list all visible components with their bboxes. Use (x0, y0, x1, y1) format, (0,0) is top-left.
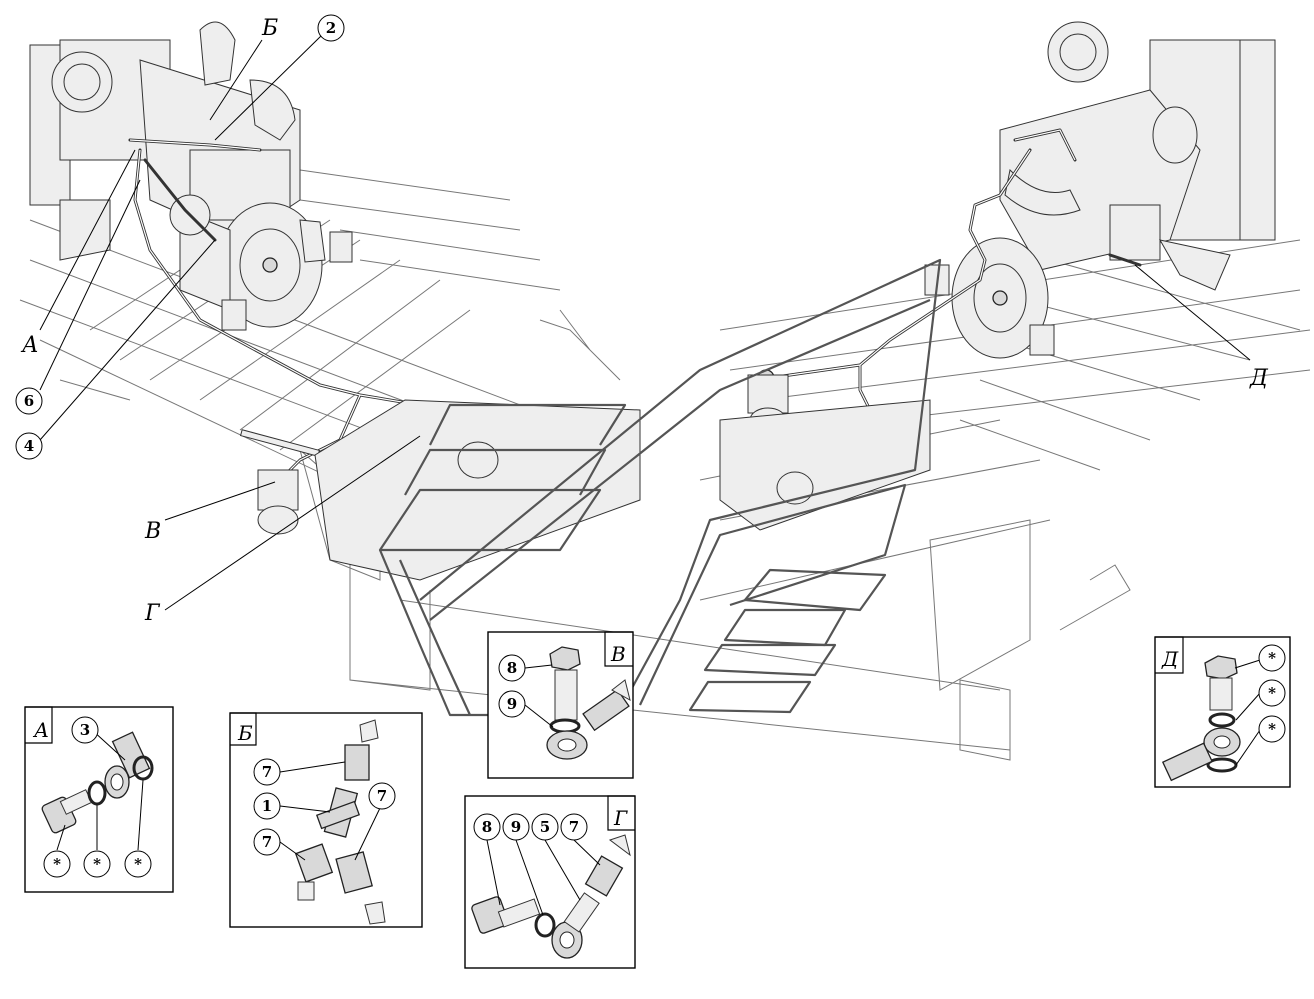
view-label-A: А (20, 333, 39, 358)
callout-4-label: 4 (24, 437, 34, 455)
inset-V-callout-8: 8 (507, 659, 517, 677)
view-label-G: Г (144, 601, 161, 626)
callout-6-label: 6 (24, 392, 34, 410)
inset-G-callout-9: 9 (511, 818, 521, 836)
inset-V: В 8 9 (487, 631, 634, 779)
inset-A-callout-star-1: * (53, 855, 61, 873)
right-engine (924, 21, 1276, 359)
inset-G-callout-8: 8 (482, 818, 492, 836)
left-engine (29, 21, 353, 331)
left-fuel-tank (314, 309, 641, 581)
inset-D-callout-star-2: * (1268, 684, 1276, 702)
inset-A-callout-star-2: * (93, 855, 101, 873)
inset-D: Д * * * (1154, 636, 1291, 788)
view-label-D: Д (1249, 366, 1269, 391)
inset-B-callout-1: 1 (262, 797, 272, 815)
inset-D-letter: Д (1161, 647, 1179, 671)
callout-2: 2 (317, 14, 345, 42)
view-label-B: Б (261, 16, 278, 41)
callout-6: 6 (15, 387, 43, 415)
inset-A-callout-star-3: * (134, 855, 142, 873)
inset-V-letter: В (610, 642, 626, 666)
main-leaders (39, 34, 1251, 611)
inset-D-callout-star-3: * (1268, 720, 1276, 738)
inset-B-callout-7b: 7 (377, 787, 387, 805)
inset-G-callout-5: 5 (540, 818, 550, 836)
inset-G-callout-7: 7 (569, 818, 579, 836)
inset-B-callout-7c: 7 (262, 833, 272, 851)
callout-2-label: 2 (326, 19, 336, 37)
callout-4: 4 (15, 432, 43, 460)
inset-G: Г 8 9 5 7 (464, 795, 636, 969)
inset-B: Б 7 1 7 7 (229, 712, 423, 928)
inset-A-callout-3: 3 (80, 721, 90, 739)
inset-B-letter: Б (237, 721, 253, 745)
left-fuel-filter (239, 429, 321, 535)
inset-B-callout-7a: 7 (262, 763, 272, 781)
inset-A: А 3 * * * (24, 706, 174, 893)
inset-D-callout-star-1: * (1268, 649, 1276, 667)
view-label-V: В (144, 519, 161, 544)
inset-G-letter: Г (613, 806, 628, 830)
guide-lines (378, 258, 942, 717)
inset-A-letter: А (32, 718, 49, 742)
inset-V-callout-9: 9 (507, 695, 517, 713)
